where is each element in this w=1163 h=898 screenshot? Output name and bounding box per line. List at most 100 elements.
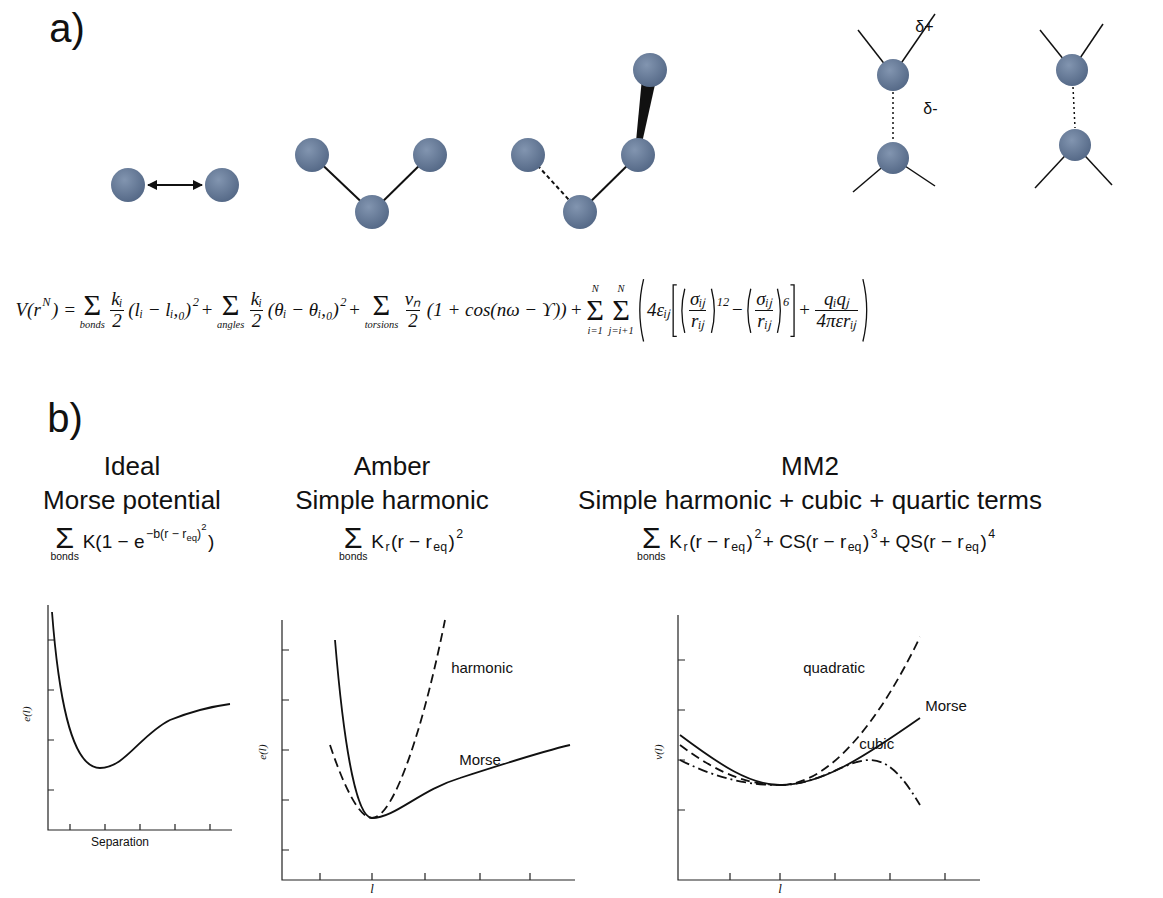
summation: Σangles (217, 290, 244, 331)
bracket (636, 278, 646, 343)
plot-axes (48, 605, 980, 880)
math-term: + (347, 300, 363, 321)
sum-limit: bonds (80, 320, 105, 331)
math-term: quadratic (802, 660, 866, 677)
denominator: 2 (250, 310, 263, 332)
angle-bend (295, 138, 447, 229)
sum-limit: bonds (637, 552, 665, 563)
electrostatic-pair (853, 14, 935, 192)
axis-label: e(l) (20, 706, 32, 723)
summation: Σbonds (50, 522, 78, 563)
fraction: σᵢⱼrᵢⱼ (754, 289, 773, 332)
fraction: σᵢⱼrᵢⱼ (688, 289, 707, 332)
math-term: δ+ (914, 18, 935, 36)
subscript: eq (965, 541, 979, 555)
column-title: MM2 (779, 452, 841, 481)
force-field-equation: V(rN) =Σbondskᵢ2(lᵢ − lᵢ,₀)2+Σangleskᵢ2(… (14, 278, 870, 343)
math-term: Simple harmonic + cubic + quartic terms (576, 486, 1044, 515)
math-term: a) (46, 6, 88, 50)
superscript: 12 (717, 296, 729, 310)
math-term: Amber (352, 452, 433, 481)
sum-sign: Σ (586, 295, 604, 325)
partial-charge: δ+ (914, 18, 935, 36)
sum-sign: Σ (612, 295, 630, 325)
sum-limit: torsions (365, 320, 399, 331)
sum-sign: Σ (642, 522, 661, 552)
bracket (776, 288, 783, 334)
summation: Σtorsions (365, 290, 399, 331)
axis-label: v(l) (652, 744, 664, 761)
curve-label: Morse (924, 698, 968, 715)
bracket (671, 284, 678, 337)
axis-label: e(l) (256, 744, 268, 761)
denominator: 2 (110, 310, 123, 332)
sum-limit: N (592, 284, 599, 295)
fraction: kᵢ2 (249, 289, 264, 332)
partial-charge: δ- (922, 100, 939, 118)
bracket (861, 278, 871, 343)
curve-label: quadratic (802, 660, 866, 677)
superscript: 4 (988, 528, 995, 542)
subscript: eq (186, 533, 197, 543)
math-term: l (777, 882, 783, 896)
numerator: kᵢ (249, 289, 264, 310)
numerator: σᵢⱼ (754, 289, 773, 310)
math-term: ) = (51, 300, 78, 321)
summation: Σbonds (637, 522, 665, 563)
math-term: Morse (924, 698, 968, 715)
superscript: 2 (340, 296, 346, 310)
denominator: rᵢⱼ (689, 310, 706, 332)
curve-label: Morse (458, 752, 502, 769)
axis-label: Separation (90, 836, 150, 849)
sum-sign: Σ (55, 522, 74, 552)
numerator: σᵢⱼ (688, 289, 707, 310)
math-term: Simple harmonic (293, 486, 491, 515)
summation: NΣj=i+1 (609, 284, 634, 336)
math-term: 4εᵢⱼ (645, 300, 671, 321)
math-term: (r − r (688, 532, 732, 553)
sum-sign: Σ (373, 290, 391, 320)
math-term: K (668, 532, 684, 553)
torsion (511, 53, 667, 229)
sum-limit: N (618, 284, 625, 295)
math-term: e(l) (256, 744, 268, 761)
superscript: 2 (754, 528, 761, 542)
math-term: harmonic (450, 660, 514, 677)
sum-limit: bonds (339, 552, 367, 563)
subscript: eq (731, 541, 745, 555)
bond-formula: ΣbondsKr(r − req)2 (337, 522, 463, 563)
superscript: 6 (783, 296, 789, 310)
potential-curves (52, 612, 920, 818)
superscript: 2 (456, 528, 463, 542)
math-term: cubic (858, 736, 895, 753)
math-term: + QS(r − r (878, 532, 966, 553)
math-term: + CS(r − r (761, 532, 847, 553)
column-title: Ideal (102, 452, 163, 481)
math-term: ) (206, 532, 215, 553)
column-title: Simple harmonic + cubic + quartic terms (576, 486, 1044, 515)
math-term: (r − r (390, 532, 434, 553)
superscript: 2 (193, 296, 199, 310)
math-term: Morse (458, 752, 502, 769)
summation: Σbonds (80, 290, 105, 331)
panel-letter: a) (46, 6, 88, 50)
bond-formula: ΣbondsK(1 − e−b(r − req)2) (48, 522, 216, 563)
denominator: 4πεrᵢⱼ (815, 310, 859, 332)
sum-limit: angles (217, 320, 244, 331)
numerator: qᵢqⱼ (822, 289, 851, 310)
math-term: V(r (14, 300, 42, 321)
math-term: (1 + cos(nω − ϒ)) (425, 300, 568, 321)
math-term: ) (447, 532, 456, 553)
column-title: Amber (352, 452, 433, 481)
sum-limit: i=1 (588, 326, 603, 337)
sum-sign: Σ (344, 522, 363, 552)
math-term: + (199, 300, 215, 321)
sum-limit: bonds (50, 552, 78, 563)
math-term: (lᵢ − lᵢ,₀) (127, 300, 193, 321)
sum-limit: j=i+1 (609, 326, 634, 337)
math-term: MM2 (779, 452, 841, 481)
bond-formula: ΣbondsKr(r − req)2+ CS(r − req)3+ QS(r −… (635, 522, 995, 563)
subscript: r (684, 541, 688, 555)
numerator: kᵢ (109, 289, 124, 310)
